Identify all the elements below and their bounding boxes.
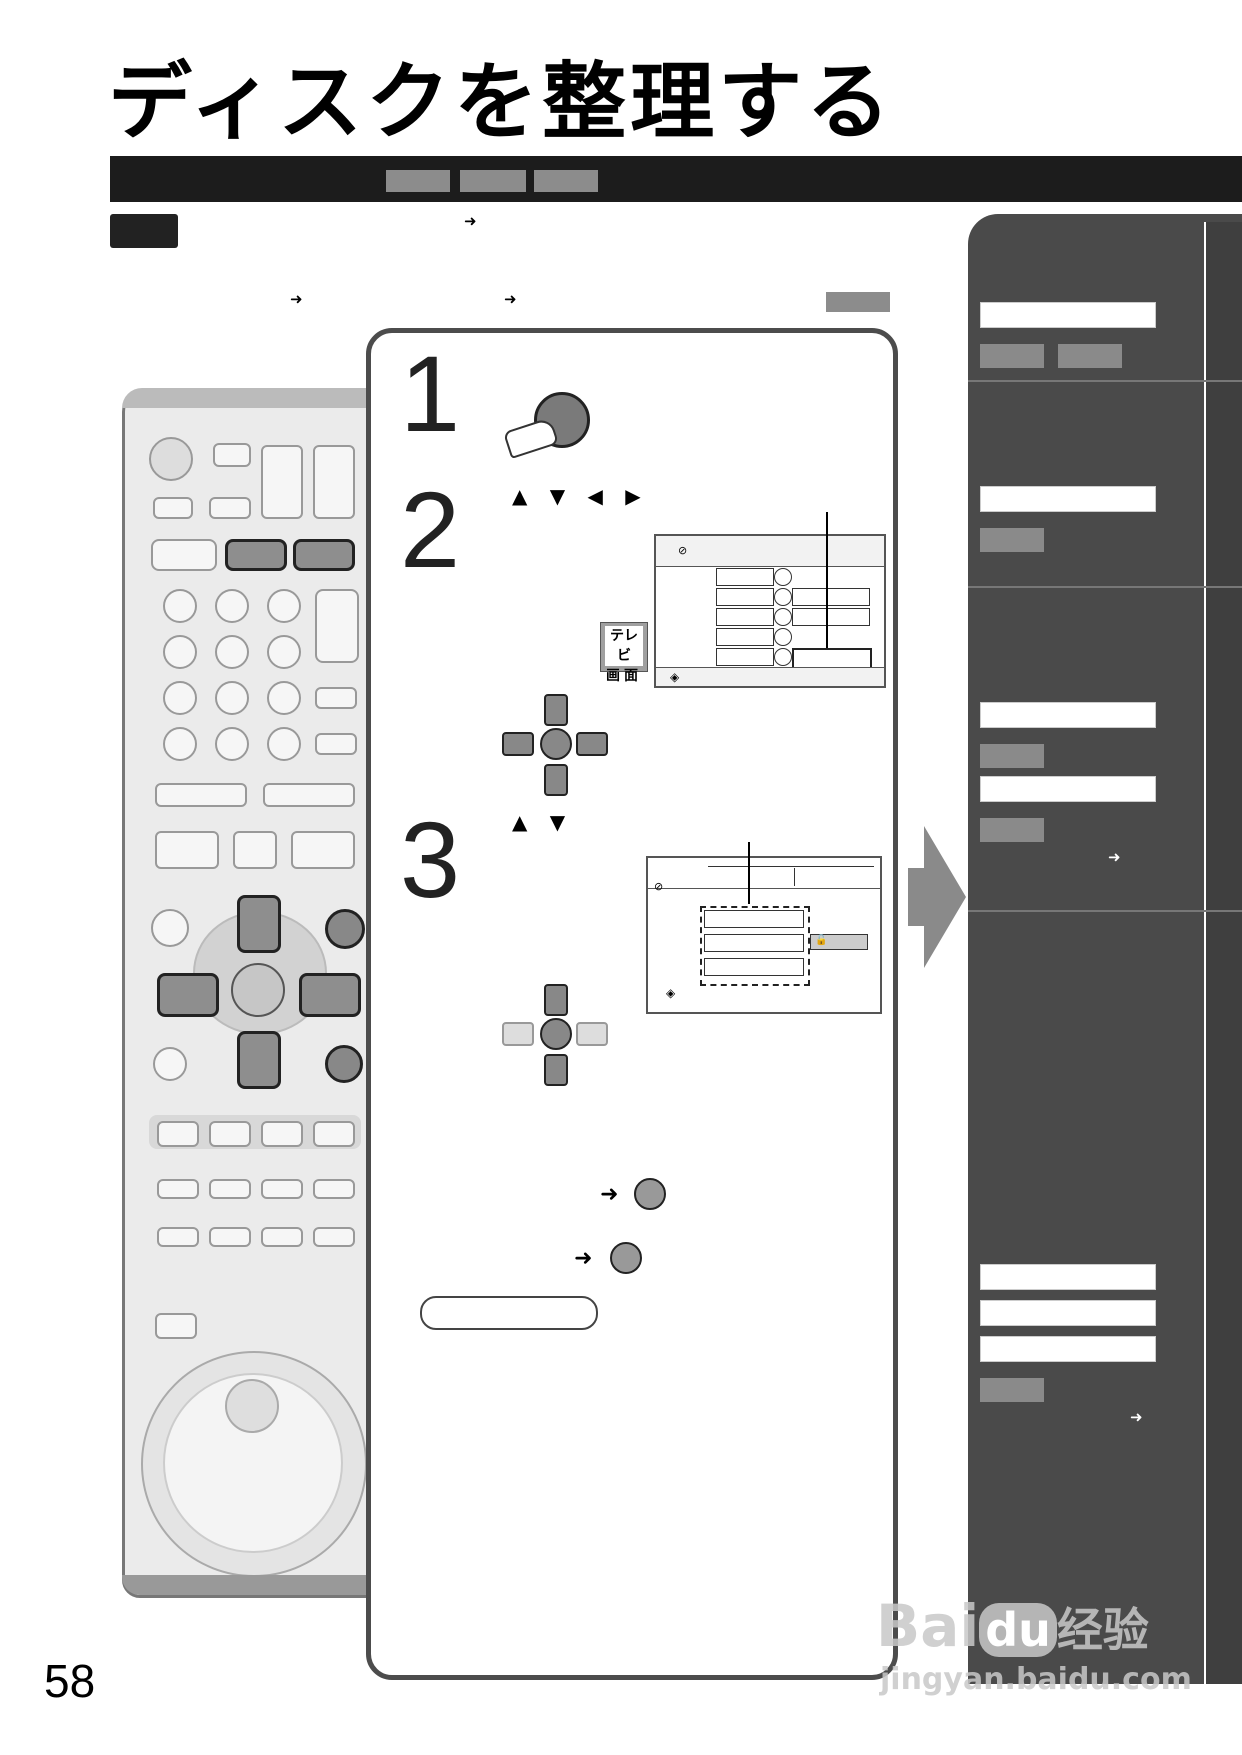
enter-button (231, 963, 285, 1017)
disc-icon: ⊘ (654, 880, 664, 893)
remote-control (122, 388, 386, 1598)
remote-button-highlighted (225, 539, 287, 571)
left-button (157, 973, 219, 1017)
cursor-icon: ◈ (670, 670, 680, 684)
arrow-icon: ➜ (464, 212, 477, 230)
sidebar-box (980, 1336, 1156, 1362)
callout-line (826, 512, 828, 648)
sidebar (968, 214, 1242, 1684)
callout-line (748, 842, 750, 904)
right-button (299, 973, 361, 1017)
sidebar-box (980, 1264, 1156, 1290)
watermark-url: jingyan.baidu.com (880, 1662, 1192, 1697)
arrow-icon: ➜ (1108, 848, 1121, 866)
disc-setting-screen: ⊘ 🔓 ◈ (646, 856, 882, 1014)
step-2-arrows: ▲ ▼ ◀ ▶ (512, 484, 649, 508)
remote-button-highlighted (293, 539, 355, 571)
disc-icon: ⊘ (678, 544, 688, 557)
power-button (149, 437, 193, 481)
dpad-icon (502, 694, 608, 796)
dpad-icon-up-down (502, 984, 608, 1086)
arrow-icon: ➜ (504, 290, 517, 308)
button-icon (634, 1178, 666, 1210)
prep-tag (110, 214, 178, 248)
arrow-icon: ➜ (574, 1246, 593, 1271)
sidebar-box (980, 302, 1156, 328)
note-pill (420, 1296, 598, 1330)
tv-screen-icon: テレビ 画面 (600, 622, 648, 684)
arrow-icon: ➜ (1130, 1408, 1143, 1426)
tv-screen-label-1: テレビ (605, 626, 643, 666)
sidebar-tag (980, 344, 1044, 368)
sidebar-tag (980, 818, 1044, 842)
arrow-icon: ➜ (290, 290, 303, 308)
disc-tag-2 (460, 170, 526, 192)
step-3-arrows: ▲ ▼ (512, 810, 574, 834)
sidebar-box (980, 1300, 1156, 1326)
watermark-paw-du: du (979, 1603, 1057, 1657)
ref-tag (826, 292, 890, 312)
watermark-brand: Bai (876, 1592, 980, 1660)
lock-icon: 🔓 (810, 934, 868, 950)
sidebar-box (980, 702, 1156, 728)
up-button (237, 895, 281, 953)
sidebar-tag (980, 1378, 1044, 1402)
arrow-icon: ➜ (600, 1182, 619, 1207)
sidebar-tag (980, 528, 1044, 552)
header-bar (110, 156, 1242, 202)
step-3-number: 3 (400, 799, 461, 920)
disc-tag-3 (534, 170, 598, 192)
cursor-icon: ◈ (666, 986, 676, 1000)
page-title: ディスクを整理する (108, 53, 895, 151)
sidebar-box (980, 776, 1156, 802)
sidebar-tag (1058, 344, 1122, 368)
step-2-number: 2 (400, 469, 461, 590)
step-1-number: 1 (400, 333, 461, 454)
big-arrow-icon (908, 826, 966, 968)
function-menu-screen: ⊘ ◈ (654, 534, 886, 688)
sidebar-box (980, 486, 1156, 512)
page-number: 58 (44, 1655, 96, 1707)
disc-tag-1 (386, 170, 450, 192)
sidebar-tag (980, 744, 1044, 768)
button-icon (610, 1242, 642, 1274)
down-button (237, 1031, 281, 1089)
tv-screen-label-2: 画面 (606, 668, 642, 684)
watermark-suffix: 经验 (1056, 1603, 1149, 1657)
